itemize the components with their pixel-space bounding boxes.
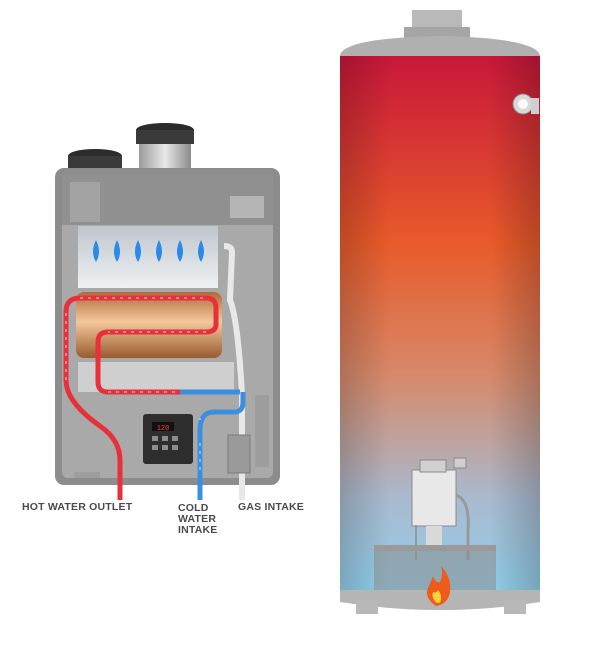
right-vent-pipe — [136, 123, 194, 168]
combustion-chamber — [78, 226, 218, 288]
control-buttons — [152, 436, 178, 450]
cold-water-intake-label: COLD WATER INTAKE — [178, 502, 218, 536]
left-vent-pipe — [68, 149, 122, 170]
hot-water-outlet-label: HOT WATER OUTLET — [22, 501, 133, 513]
tankless-water-heater: 120 — [55, 123, 280, 500]
pressure-relief-valve — [512, 93, 539, 115]
burner-chamber — [374, 545, 496, 590]
tank-foot-left — [356, 600, 378, 614]
burner-flame-icon — [427, 566, 451, 606]
temperature-display — [152, 422, 174, 431]
burner-flames — [93, 240, 204, 262]
cold-water-line — [197, 392, 246, 500]
gas-valve — [227, 434, 251, 474]
gas-intake-label: GAS INTAKE — [238, 501, 304, 513]
tank-foot-right — [504, 600, 526, 614]
tank-flue-vent — [404, 10, 470, 39]
gas-control-valve — [411, 457, 470, 560]
tank-water-heater — [340, 10, 540, 614]
heat-exchanger — [76, 292, 222, 358]
gas-line — [223, 243, 245, 500]
hot-water-line — [63, 295, 240, 500]
temperature-readout: 120 — [157, 425, 170, 433]
